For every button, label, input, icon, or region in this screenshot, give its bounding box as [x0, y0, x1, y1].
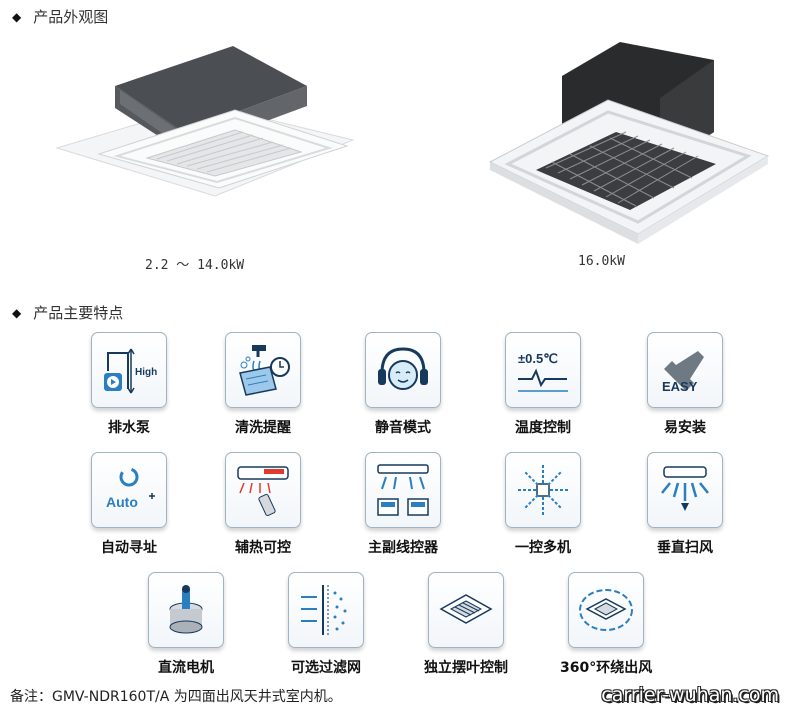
section-title: 产品主要特点 [33, 304, 124, 322]
feature-label: 易安装 [664, 420, 706, 436]
product-caption: 16.0kW [578, 254, 625, 269]
feature-label: 360°环绕出风 [560, 660, 653, 676]
icon-text: Auto [106, 494, 138, 510]
one-to-many-icon [505, 452, 581, 528]
icon-text: EASY [662, 379, 698, 394]
product-caption: 2.2 ～ 14.0kW [145, 258, 245, 273]
feature-dc-motor: 直流电机 [140, 572, 232, 677]
feature-temperature-control: ±0.5℃ 温度控制 [497, 332, 589, 437]
section-title: 产品外观图 [33, 8, 109, 26]
feature-label: 静音模式 [375, 420, 431, 436]
feature-surround-airflow: 360°环绕出风 [560, 572, 652, 677]
feature-label: 温度控制 [515, 420, 571, 436]
diamond-bullet-icon: ◆ [12, 9, 22, 24]
feature-label: 主副线控器 [368, 540, 438, 556]
section-header-appearance: ◆ 产品外观图 [12, 6, 108, 27]
feature-quiet-mode: 静音模式 [357, 332, 449, 437]
feature-label: 清洗提醒 [235, 420, 291, 436]
feature-label: 直流电机 [158, 660, 214, 676]
feature-cleaning-reminder: 清洗提醒 [217, 332, 309, 437]
temperature-control-icon: ±0.5℃ [505, 332, 581, 408]
product-image-large [470, 38, 789, 252]
footnote: 备注：GMV-NDR160T/A 为四面出风天井式室内机。 [10, 689, 342, 705]
drain-pump-icon: High [91, 332, 167, 408]
feature-label: 排水泵 [108, 420, 150, 436]
auto-address-icon: Auto [91, 452, 167, 528]
surround-airflow-icon [568, 572, 644, 648]
cleaning-reminder-icon [225, 332, 301, 408]
vertical-swing-icon [647, 452, 723, 528]
icon-text: High [135, 367, 157, 378]
feature-label: 辅热可控 [235, 540, 291, 556]
feature-auto-address: Auto 自动寻址 [83, 452, 175, 557]
feature-easy-install: EASY 易安装 [639, 332, 731, 437]
section-header-features: ◆ 产品主要特点 [12, 302, 123, 323]
aux-heat-icon [225, 452, 301, 528]
diamond-bullet-icon: ◆ [12, 305, 22, 320]
feature-filter: 可选过滤网 [280, 572, 372, 677]
feature-label: 自动寻址 [101, 540, 157, 556]
feature-label: 独立摆叶控制 [424, 660, 508, 676]
quiet-mode-icon [365, 332, 441, 408]
product-image-small [55, 36, 355, 240]
easy-install-icon: EASY [647, 332, 723, 408]
icon-text: ±0.5℃ [518, 351, 558, 366]
feature-label: 一控多机 [515, 540, 571, 556]
feature-master-slave-controller: 主副线控器 [357, 452, 449, 557]
feature-one-to-many: 一控多机 [497, 452, 589, 557]
louver-control-icon [428, 572, 504, 648]
feature-aux-heat: 辅热可控 [217, 452, 309, 557]
feature-vertical-swing: 垂直扫风 [639, 452, 731, 557]
filter-icon [288, 572, 364, 648]
master-slave-controller-icon [365, 452, 441, 528]
dc-motor-icon [148, 572, 224, 648]
feature-drain-pump: High 排水泵 [83, 332, 175, 437]
feature-label: 可选过滤网 [291, 660, 361, 676]
feature-label: 垂直扫风 [657, 540, 713, 556]
watermark-text: carrier-wuhan.com [601, 684, 779, 706]
feature-louver-control: 独立摆叶控制 [420, 572, 512, 677]
